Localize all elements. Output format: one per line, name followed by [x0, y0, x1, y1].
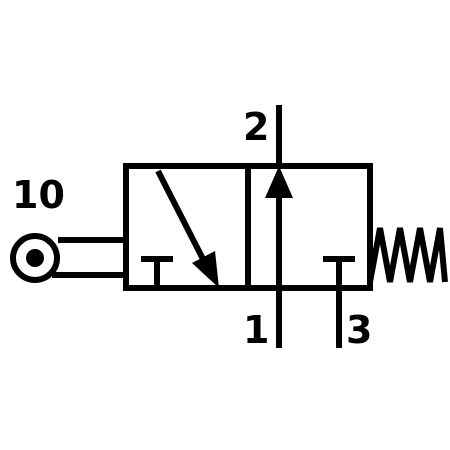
valve-body [123, 163, 373, 291]
port-2-label: 2 [243, 105, 269, 149]
port-3-label: 3 [346, 308, 372, 352]
diagonal-arrow-icon [155, 169, 219, 288]
spring-icon [367, 227, 448, 283]
valve-right-position [245, 163, 373, 291]
t-block-icon [141, 256, 173, 288]
t-block-icon [323, 256, 355, 348]
port-1-label: 1 [243, 308, 269, 352]
roller-lever-icon [10, 233, 126, 283]
port-10-label: 10 [12, 173, 65, 217]
up-arrow-icon [265, 105, 293, 348]
